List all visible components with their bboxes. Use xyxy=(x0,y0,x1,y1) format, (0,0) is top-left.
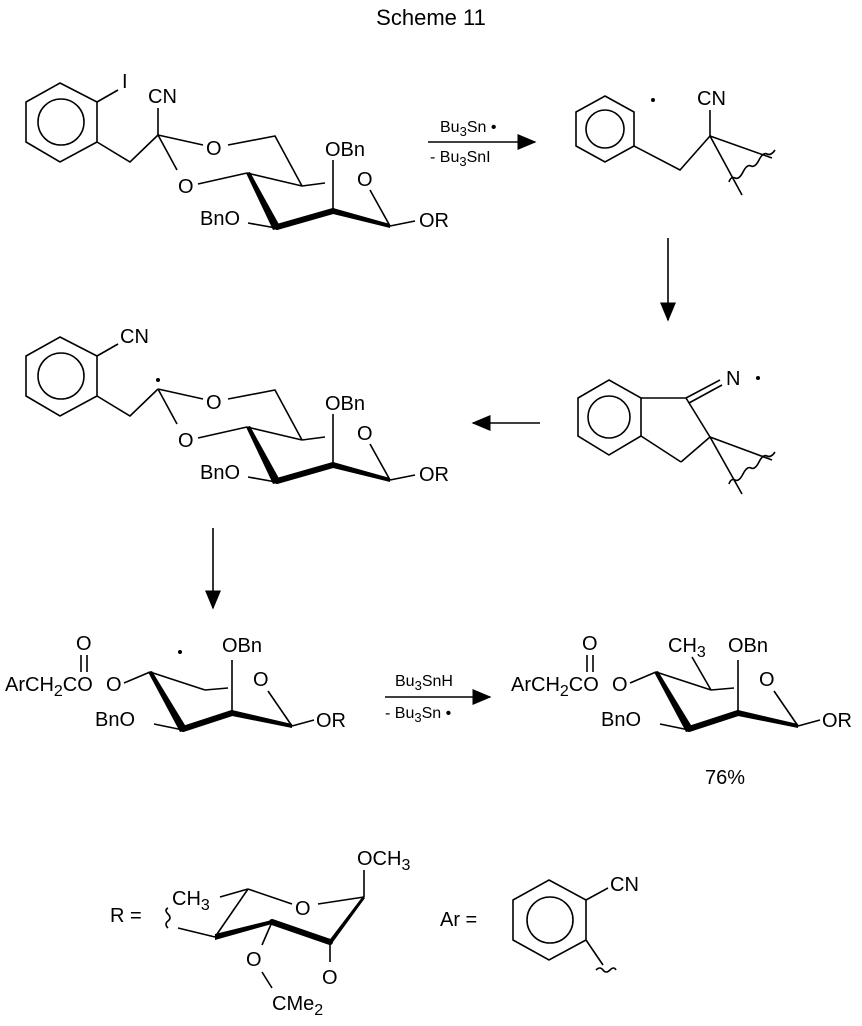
svg-text:O: O xyxy=(178,430,194,452)
svg-text:BnO: BnO xyxy=(95,709,135,731)
svg-text:O: O xyxy=(246,949,262,971)
svg-text:ArCH2CO: ArCH2CO xyxy=(511,674,599,700)
svg-text:OBn: OBn xyxy=(222,635,262,657)
svg-text:BnO: BnO xyxy=(200,462,240,484)
svg-text:OR: OR xyxy=(822,710,852,732)
svg-text:OR: OR xyxy=(316,710,346,732)
cyano-label: CN xyxy=(148,86,177,108)
svg-text:CH3: CH3 xyxy=(172,888,210,914)
reagent-above-5: Bu3SnH xyxy=(395,673,453,693)
svg-text:OBn: OBn xyxy=(728,635,768,657)
svg-text:CH3: CH3 xyxy=(668,635,706,661)
r-group-definition: R = CH3 O OCH3 O O CMe2 xyxy=(110,848,410,1019)
svg-text:OCH3: OCH3 xyxy=(357,848,410,874)
svg-text:CN: CN xyxy=(120,326,149,348)
svg-text:CMe2: CMe2 xyxy=(272,993,323,1019)
svg-text:CN: CN xyxy=(697,88,726,110)
svg-text:BnO: BnO xyxy=(601,709,641,731)
svg-text:O: O xyxy=(322,967,338,989)
reaction-arrow-1: Bu3Sn • - Bu3SnI xyxy=(428,119,537,169)
product-yield: 76% xyxy=(705,767,745,789)
wavy-bond-icon xyxy=(728,149,776,183)
svg-text:OBn: OBn xyxy=(325,393,365,415)
svg-text:Ar =: Ar = xyxy=(440,909,477,931)
product: ArCH2CO O O CH3 BnO OBn O OR 76% xyxy=(511,633,852,789)
svg-text:O: O xyxy=(759,669,775,691)
starting-material: I CN O O BnO OBn O OR xyxy=(25,71,449,232)
svg-text:O: O xyxy=(253,669,269,691)
svg-text:O: O xyxy=(357,169,373,191)
aryl-radical-intermediate: CN xyxy=(575,88,776,196)
svg-text:R =: R = xyxy=(110,905,142,927)
iodo-label: I xyxy=(122,71,128,93)
acetal-radical-intermediate: CN O O BnO OBn O OR xyxy=(25,326,449,486)
svg-text:O: O xyxy=(106,674,122,696)
svg-text:O: O xyxy=(295,898,311,920)
svg-text:O: O xyxy=(206,392,222,414)
svg-text:CN: CN xyxy=(610,874,639,896)
svg-text:O: O xyxy=(76,633,92,655)
reagent-above-1: Bu3Sn • xyxy=(440,119,496,139)
reaction-arrow-5: Bu3SnH - Bu3Sn • xyxy=(385,673,492,725)
scheme-title: Scheme 11 xyxy=(376,5,486,30)
svg-text:OBn: OBn xyxy=(325,139,365,161)
svg-text:O: O xyxy=(582,633,598,655)
svg-text:ArCH2CO: ArCH2CO xyxy=(5,674,93,700)
reagent-below-1: - Bu3SnI xyxy=(430,149,491,169)
svg-text:N: N xyxy=(726,368,740,390)
svg-text:O: O xyxy=(357,423,373,445)
primary-radical-intermediate: ArCH2CO O O BnO OBn O OR xyxy=(5,633,346,732)
svg-text:BnO: BnO xyxy=(200,208,240,230)
ar-group-definition: Ar = CN xyxy=(440,874,639,973)
svg-text:O: O xyxy=(206,138,222,160)
svg-text:O: O xyxy=(612,674,628,696)
svg-text:O: O xyxy=(178,176,194,198)
sugar-core: O O BnO OBn O OR xyxy=(157,134,449,232)
iminyl-radical-intermediate: N xyxy=(577,368,776,495)
reagent-below-5: - Bu3Sn • xyxy=(385,705,451,725)
svg-text:OR: OR xyxy=(419,464,449,486)
svg-text:OR: OR xyxy=(419,210,449,232)
